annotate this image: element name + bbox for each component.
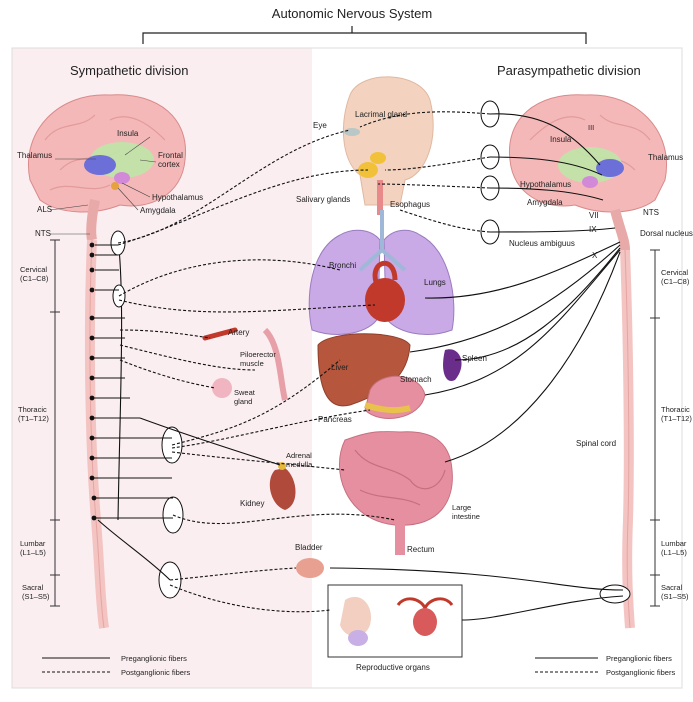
right-iii-label: III	[588, 123, 594, 132]
right-lumbar-1: Lumbar	[661, 539, 687, 548]
sweat-gland-label-1: Sweat	[234, 388, 256, 397]
left-hypothalamus-label: Hypothalamus	[152, 193, 203, 202]
large-intestine-label-2: intestine	[452, 512, 480, 521]
left-als-label: ALS	[37, 205, 52, 214]
cord-node	[90, 336, 95, 341]
right-amygdala-label: Amygdala	[527, 198, 563, 207]
right-hypothalamus-label: Hypothalamus	[520, 180, 571, 189]
cord-node	[90, 376, 95, 381]
right-sacral-2: (S1–S5)	[661, 592, 689, 601]
liver-label: Liver	[331, 363, 349, 372]
right-cervical-2: (C1–C8)	[661, 277, 690, 286]
right-dorsal-nucleus-label: Dorsal nucleus	[640, 229, 693, 238]
cord-node	[90, 243, 95, 248]
left-thoracic-1: Thoracic	[18, 405, 47, 414]
esophagus-label: Esophagus	[390, 200, 430, 209]
right-nts-label: NTS	[643, 208, 659, 217]
right-lumbar-2: (L1–L5)	[661, 548, 687, 557]
pilomotor-label-1: Piloerector	[240, 350, 276, 359]
pancreas-label: Pancreas	[318, 415, 352, 424]
left-lumbar-1: Lumbar	[20, 539, 46, 548]
legend-right-post: Postganglionic fibers	[606, 668, 675, 677]
large-intestine-label-1: Large	[452, 503, 471, 512]
left-sacral-1: Sacral	[22, 583, 44, 592]
cord-node	[90, 396, 95, 401]
spinal-cord-label: Spinal cord	[576, 439, 616, 448]
right-spinal-cord	[625, 250, 630, 628]
right-nucleus-ambiguus-label: Nucleus ambiguus	[509, 239, 575, 248]
adrenal-label-1: Adrenal	[286, 451, 312, 460]
lacrimal-gland-label: Lacrimal gland	[355, 110, 407, 119]
right-insula-label: Insula	[550, 135, 572, 144]
reproductive-organs-box	[328, 585, 462, 657]
cord-node	[90, 268, 95, 273]
main-title: Autonomic Nervous System	[272, 6, 432, 21]
cord-node	[90, 288, 95, 293]
legend-right-pre: Preganglionic fibers	[606, 654, 672, 663]
salivary-glands-label: Salivary glands	[296, 195, 350, 204]
lungs-label: Lungs	[424, 278, 446, 287]
left-thoracic-2: (T1–T12)	[18, 414, 49, 423]
left-lumbar-2: (L1–L5)	[20, 548, 46, 557]
left-cervical-1: Cervical	[20, 265, 47, 274]
right-vii-label: VII	[589, 211, 599, 220]
right-thoracic-1: Thoracic	[661, 405, 690, 414]
reproductive-label: Reproductive organs	[356, 663, 430, 672]
eye-label: Eye	[313, 121, 327, 130]
kidney-label: Kidney	[240, 499, 264, 508]
sympathetic-title: Sympathetic division	[70, 63, 189, 78]
cord-node	[90, 476, 95, 481]
cord-node	[90, 253, 95, 258]
stomach-label: Stomach	[400, 375, 432, 384]
cord-node	[90, 316, 95, 321]
right-thalamus-label: Thalamus	[648, 153, 683, 162]
rectum-label: Rectum	[407, 545, 435, 554]
right-thoracic-2: (T1–T12)	[661, 414, 692, 423]
cord-node	[90, 416, 95, 421]
left-frontal-label-1: Frontal	[158, 151, 183, 160]
right-cervical-1: Cervical	[661, 268, 688, 277]
adrenal-label-2: medulla	[286, 460, 313, 469]
bladder-label: Bladder	[295, 543, 323, 552]
cord-node	[90, 456, 95, 461]
left-thalamus-label: Thalamus	[17, 151, 52, 160]
left-frontal-label-2: cortex	[158, 160, 180, 169]
legend-left-pre: Preganglionic fibers	[121, 654, 187, 663]
title-bracket	[143, 26, 586, 44]
pilomotor-label-2: muscle	[240, 359, 264, 368]
cord-node	[92, 496, 97, 501]
legend-left-post: Postganglionic fibers	[121, 668, 190, 677]
cord-node	[90, 356, 95, 361]
parasympathetic-title: Parasympathetic division	[497, 63, 641, 78]
left-cervical-2: (C1–C8)	[20, 274, 49, 283]
artery-label: Artery	[228, 328, 249, 337]
right-sacral-1: Sacral	[661, 583, 683, 592]
cord-node	[92, 516, 97, 521]
cord-node	[90, 436, 95, 441]
sweat-gland-label-2: gland	[234, 397, 252, 406]
left-insula-label: Insula	[117, 129, 139, 138]
left-sacral-2: (S1–S5)	[22, 592, 50, 601]
left-amygdala-label: Amygdala	[140, 206, 176, 215]
left-nts-label: NTS	[35, 229, 51, 238]
